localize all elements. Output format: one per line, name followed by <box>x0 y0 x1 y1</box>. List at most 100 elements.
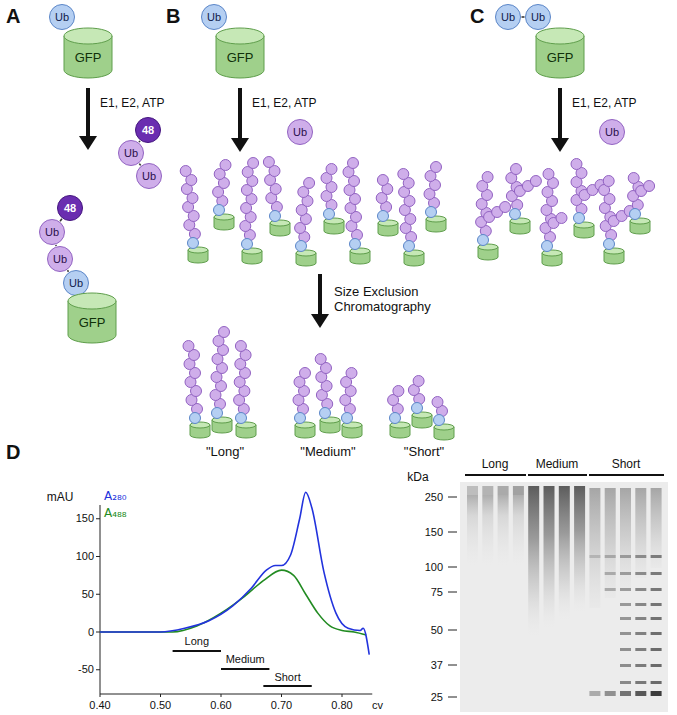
substrate-ubiquitin <box>188 238 199 249</box>
lane-bracket <box>465 474 526 476</box>
chain-ubiquitin <box>180 166 191 177</box>
trace-label: A₂₈₀ <box>104 490 127 504</box>
substrate-ubiquitin <box>214 205 225 216</box>
axis-tick <box>160 694 161 697</box>
substrate-ubiquitin <box>236 413 247 424</box>
smear <box>528 486 539 636</box>
ubiquitin-chain <box>340 368 362 439</box>
tick-label: 0.60 <box>210 699 231 712</box>
ubiquitin-chain <box>213 160 234 231</box>
marker-tick <box>448 567 457 568</box>
node-label: Ub <box>531 12 545 23</box>
substrate-ubiquitin <box>378 211 389 222</box>
marker-tick <box>448 592 457 593</box>
ubiquitin-circle: Ub <box>47 246 73 272</box>
lane-bracket <box>528 474 587 476</box>
chain-ubiquitin <box>346 368 357 379</box>
ubiquitin-circle: Ub <box>63 270 89 296</box>
ubiquitin-chain <box>408 376 432 429</box>
marker-tick <box>448 630 457 631</box>
axis-tick <box>100 694 101 697</box>
y-axis <box>100 505 101 694</box>
range-label: Medium <box>226 653 265 666</box>
axis-tick <box>96 518 100 519</box>
chain-ubiquitin <box>511 164 522 175</box>
reaction-arrow <box>318 274 322 316</box>
chain-ubiquitin <box>500 202 511 213</box>
node-label: Ub <box>293 127 307 138</box>
gel-band <box>589 555 600 558</box>
gel-band <box>605 572 616 575</box>
lane-bracket <box>589 474 664 476</box>
substrate-ubiquitin <box>390 413 401 424</box>
well-band <box>467 486 478 495</box>
ubiquitin-chain <box>476 172 511 261</box>
node-label: Ub <box>142 171 156 182</box>
reagent-label: E1, E2, ATP <box>572 97 636 111</box>
ubiquitin-chain <box>343 158 370 265</box>
gel-lane <box>605 488 616 696</box>
axis-unit: mAU <box>47 491 74 505</box>
panel-letter: B <box>166 5 180 28</box>
k48-ubiquitin-circle: 48 <box>57 195 83 221</box>
smear <box>589 488 600 608</box>
gel-band <box>589 691 600 696</box>
gel-lane <box>559 486 570 620</box>
fraction-bar <box>221 668 269 670</box>
node-label: Ub <box>207 12 221 23</box>
gel-band <box>635 691 646 696</box>
gel-lane <box>544 486 555 628</box>
ubiquitin-chain <box>240 158 262 265</box>
gel-lane <box>513 486 524 565</box>
substrate-ubiquitin <box>478 235 489 246</box>
gel-band <box>651 681 662 684</box>
arrow-head <box>551 138 569 152</box>
gel <box>448 475 668 712</box>
gel-band <box>605 555 616 558</box>
reagent-label: E1, E2, ATP <box>100 97 164 111</box>
chain-ubiquitin <box>556 213 567 224</box>
chain-ubiquitin <box>263 157 274 168</box>
substrate-ubiquitin <box>296 241 307 252</box>
substrate-ubiquitin <box>320 408 331 419</box>
range-label: Long <box>185 635 209 648</box>
node-label: GFP <box>75 51 102 64</box>
branched-mixture <box>476 159 655 267</box>
x-axis <box>100 694 372 695</box>
gel-band <box>651 588 662 591</box>
chain-ubiquitin <box>398 169 409 180</box>
chain-ubiquitin <box>482 172 493 183</box>
tick-label: 150 <box>76 512 94 525</box>
substrate-ubiquitin <box>510 209 521 220</box>
marker-tick <box>448 665 457 666</box>
node-label: GFP <box>547 51 574 64</box>
marker-label: 37 <box>431 659 443 672</box>
trace-label: A₄₈₈ <box>104 507 127 521</box>
axis-tick <box>221 694 222 697</box>
gel-lane <box>528 486 539 636</box>
range-label: Short <box>274 671 300 684</box>
ubiquitin-circle: Ub <box>49 4 75 30</box>
gel-band <box>635 603 646 606</box>
ubiquitin-chain <box>234 341 256 439</box>
ubiquitin-chain <box>293 368 315 439</box>
gel-band <box>651 572 662 575</box>
ubiquitin-chain <box>321 164 344 235</box>
axis-tick <box>96 556 100 557</box>
axis-tick <box>96 594 100 595</box>
gfp-top <box>216 28 264 44</box>
gel-lane <box>498 486 509 565</box>
tick-label: 0.40 <box>89 699 110 712</box>
gfp-cylinder: GFP <box>63 27 113 79</box>
chain-ubiquitin <box>571 159 582 170</box>
arrow-head <box>79 136 97 150</box>
node-label: Ub <box>124 148 138 159</box>
smear <box>544 486 555 628</box>
chain-ubiquitin <box>300 368 311 379</box>
reaction-arrow <box>558 88 562 140</box>
ubiquitin-circle: Ub <box>118 140 144 166</box>
k48-ubiquitin-circle: 48 <box>135 117 161 143</box>
smear <box>605 488 616 598</box>
tick-label: 0.80 <box>331 699 352 712</box>
ubiquitin-chain <box>506 164 542 235</box>
